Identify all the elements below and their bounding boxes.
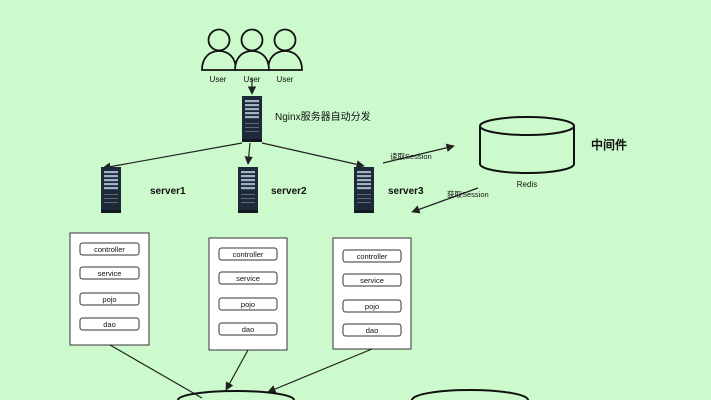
layer-box: [342, 273, 402, 287]
layer-box: [342, 249, 402, 263]
layer-label: controller: [94, 245, 125, 254]
user-icon: [267, 28, 303, 71]
server3-layers: controller service pojo dao: [332, 237, 412, 350]
redis-label: Redis: [517, 180, 537, 189]
database-cylinder-top: [411, 389, 529, 400]
layer-label: dao: [242, 325, 255, 334]
layer-label: dao: [366, 326, 379, 335]
layer-box: [342, 323, 402, 337]
server1-to-db-line: [109, 344, 203, 399]
layer-label: pojo: [365, 302, 379, 311]
write-session-arrow: [411, 187, 479, 214]
middleware-title: 中间件: [591, 137, 627, 152]
user-label: User: [277, 75, 294, 84]
server2-to-db-arrow: [225, 349, 249, 391]
server3-icon: [354, 167, 374, 213]
layer-label: dao: [103, 320, 116, 329]
server2-layers: controller service pojo dao: [208, 237, 288, 351]
nginx-to-server3-arrow: [261, 142, 365, 169]
server1-icon: [101, 167, 121, 213]
write-session-label: 获取Session: [447, 189, 489, 199]
server3-to-db-arrow: [267, 348, 373, 393]
nginx-label: Nginx服务器自动分发: [275, 110, 371, 123]
layer-label: controller: [357, 252, 388, 261]
layer-label: service: [236, 274, 260, 283]
layer-box: [79, 242, 140, 256]
user-icon: [234, 28, 270, 71]
server2-label: server2: [271, 186, 307, 197]
layer-box: [218, 271, 278, 285]
server2-icon: [238, 167, 258, 213]
layer-label: pojo: [102, 295, 116, 304]
redis-cylinder: [479, 116, 575, 174]
database-cylinder-top: [177, 390, 295, 400]
layer-label: service: [360, 276, 384, 285]
layer-box: [79, 266, 140, 280]
layer-box: [218, 322, 278, 336]
read-session-arrow: [382, 143, 455, 164]
layer-box: [218, 247, 278, 261]
server1-label: server1: [150, 186, 186, 197]
nginx-to-server1-arrow: [102, 142, 243, 171]
nginx-to-server2-arrow: [244, 142, 253, 165]
nginx-server-icon: [242, 96, 262, 142]
layer-box: [342, 299, 402, 313]
layer-label: service: [98, 269, 122, 278]
users-group: User User User: [201, 28, 303, 84]
user-icon: [201, 28, 237, 71]
server3-label: server3: [388, 186, 424, 197]
read-session-label: 读取Session: [390, 151, 432, 161]
server1-layers: controller service pojo dao: [69, 232, 150, 346]
layer-box: [218, 297, 278, 311]
layer-label: pojo: [241, 300, 255, 309]
user-label: User: [210, 75, 227, 84]
layer-box: [79, 292, 140, 306]
layer-box: [79, 317, 140, 331]
layer-label: controller: [233, 250, 264, 259]
